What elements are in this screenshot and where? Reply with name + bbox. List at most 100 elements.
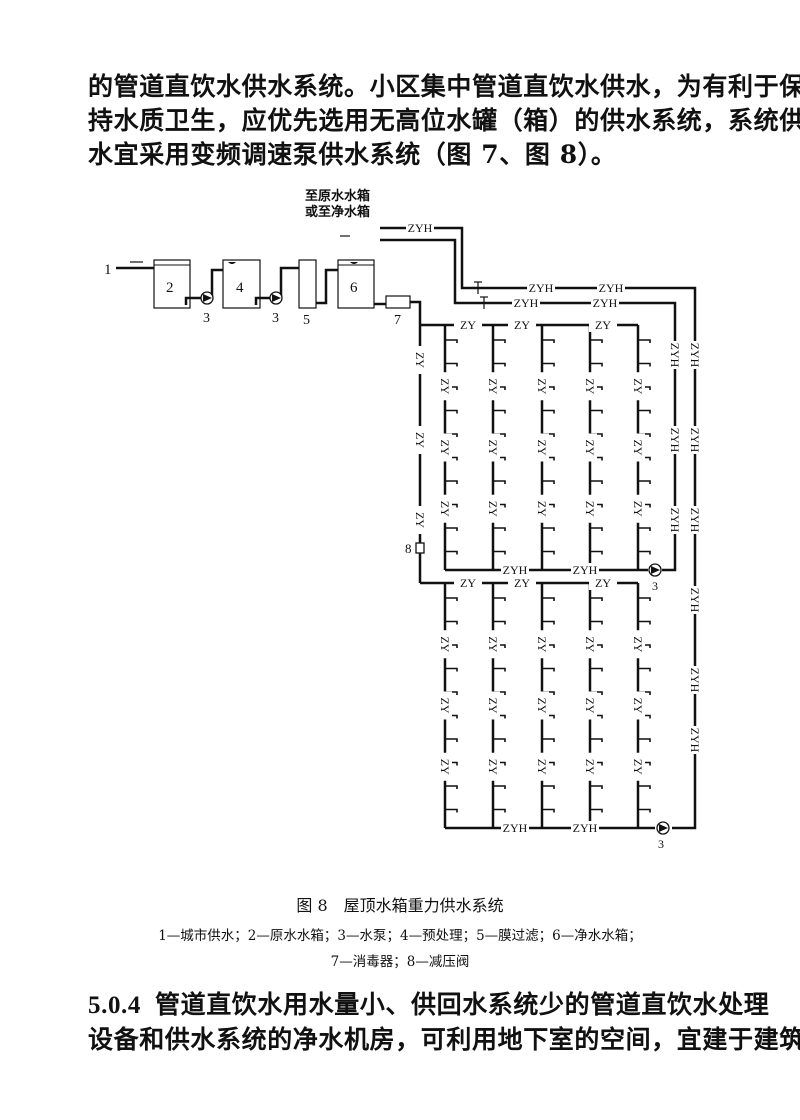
pipe-label-zy: ZY: [583, 636, 597, 652]
pipe-label-zy: ZY: [438, 501, 452, 517]
faucet-icon: [542, 667, 555, 672]
pipe-label-zy: ZY: [631, 636, 645, 652]
pipe-label-zyh: ZYH: [593, 296, 618, 310]
pipe-label-zy: ZY: [595, 576, 611, 590]
pipe-label-zy: ZY: [583, 698, 597, 714]
pipe-label-zyh: ZYH: [668, 428, 682, 453]
faucet-icon: [493, 527, 506, 531]
faucet-icon: [493, 738, 506, 742]
pipe-label-zy: ZY: [535, 759, 549, 775]
faucet-icon: [590, 362, 603, 367]
raw-tank: [153, 259, 191, 309]
faucet-icon: [638, 667, 651, 672]
faucet-icon: [542, 527, 555, 531]
faucet-icon: [445, 785, 458, 789]
label-3: 3: [272, 311, 279, 326]
section-number: 5.0.4: [88, 992, 141, 1019]
pipe-label-zyh: ZYH: [668, 508, 682, 533]
pipe-label-zy: ZY: [583, 378, 597, 394]
pipe-label-zy: ZY: [460, 318, 476, 332]
pipe-label-zy: ZY: [535, 440, 549, 456]
faucet-icon: [590, 738, 603, 742]
faucet-icon: [638, 808, 651, 813]
pipe-label-zy: ZY: [486, 759, 500, 775]
pipe-label-zy: ZY: [514, 576, 530, 590]
faucet-icon: [590, 808, 603, 813]
pipe-label-zy: ZY: [438, 378, 452, 394]
pipe-label-zyh: ZYH: [688, 343, 702, 368]
faucet-icon: [445, 667, 458, 672]
pipe-label-zy: ZY: [631, 378, 645, 394]
paragraph-line: 的管道直饮水供水系统。小区集中管道直饮水供水，为有利于保: [88, 72, 800, 101]
faucet-icon: [445, 738, 458, 742]
pipe-label-zy: ZY: [486, 698, 500, 714]
faucet-icon: [542, 339, 555, 343]
faucet-icon: [445, 527, 458, 531]
pipe-label-zyh: ZYH: [688, 508, 702, 533]
faucet-icon: [445, 808, 458, 813]
faucet-icon: [445, 362, 458, 367]
pipe-label-zy: ZY: [486, 636, 500, 652]
faucet-icon: [590, 480, 603, 484]
pipe-label-zyh: ZYH: [514, 296, 539, 310]
figure-caption: 图 8 屋顶水箱重力供水系统: [296, 896, 504, 915]
label-2: 2: [166, 280, 174, 296]
faucet-icon: [542, 738, 555, 742]
pipe-label-zyh: ZYH: [503, 563, 528, 577]
pipe-label-zy: ZY: [595, 318, 611, 332]
label-5: 5: [303, 313, 310, 328]
label-1: 1: [104, 262, 112, 278]
faucet-icon: [445, 597, 458, 601]
pipe-label-zyh: ZYH: [688, 428, 702, 453]
faucet-icon: [638, 785, 651, 789]
pipe-label-zy: ZY: [583, 440, 597, 456]
faucet-icon: [542, 620, 555, 625]
pipe-label-zy: ZY: [413, 352, 427, 368]
faucet-icon: [542, 808, 555, 813]
pipe-label-zyh: ZYH: [529, 281, 554, 295]
faucet-icon: [638, 480, 651, 484]
faucet-icon: [493, 339, 506, 343]
pipe-label-zyh: ZYH: [688, 668, 702, 693]
pipe-label-zy: ZY: [631, 759, 645, 775]
faucet-icon: [445, 480, 458, 484]
paragraph-line: 持水质卫生，应优先选用无高位水罐（箱）的供水系统，系统供: [88, 106, 800, 135]
faucet-icon: [590, 339, 603, 343]
clean-tank: [337, 259, 375, 309]
faucet-icon: [493, 597, 506, 601]
pipe-label-zy: ZY: [535, 501, 549, 517]
faucet-icon: [445, 409, 458, 414]
faucet-icon: [493, 409, 506, 414]
pressure-reducing-valve-icon: [415, 542, 425, 554]
faucet-icon: [542, 480, 555, 484]
faucet-icon: [445, 620, 458, 625]
faucet-icon: [638, 409, 651, 414]
faucet-icon: [590, 597, 603, 601]
pipe-label-zyh: ZYH: [408, 221, 433, 235]
pretreatment-tank: [222, 259, 261, 309]
pipe-label-zy: ZY: [438, 636, 452, 652]
pipe-label-zy: ZY: [438, 440, 452, 456]
faucet-icon: [542, 785, 555, 789]
paragraph-line: 水宜采用变频调速泵供水系统（图 7、图 8）。: [88, 140, 617, 169]
faucet-icon: [493, 808, 506, 813]
pipe-label-zy: ZY: [514, 318, 530, 332]
faucet-icon: [493, 620, 506, 625]
pipe-label-zy: ZY: [413, 432, 427, 448]
pipe-label-zy: ZY: [438, 759, 452, 775]
pipe-label-zyh: ZYH: [599, 281, 624, 295]
faucet-icon: [542, 409, 555, 414]
pipe-label-zyh: ZYH: [668, 343, 682, 368]
faucet-icon: [493, 785, 506, 789]
faucet-icon: [638, 620, 651, 625]
faucet-icon: [638, 527, 651, 531]
faucet-icon: [590, 785, 603, 789]
pipe-label-zy: ZY: [535, 378, 549, 394]
label-4: 4: [236, 280, 244, 296]
return-note: 或至净水箱: [305, 204, 370, 219]
faucet-icon: [542, 362, 555, 367]
label-3: 3: [203, 311, 210, 326]
pipe-label-zy: ZY: [413, 512, 427, 528]
pipe-label-zy: ZY: [631, 440, 645, 456]
